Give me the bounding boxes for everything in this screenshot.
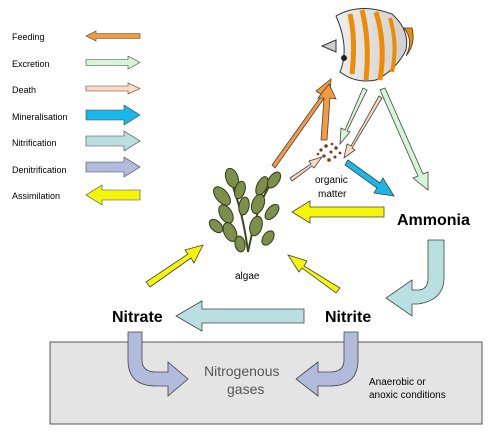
node-algae: algae <box>235 271 260 282</box>
arrow-assimilation-nitrate-to-algae <box>145 244 204 288</box>
detritus-particles-icon <box>316 142 342 162</box>
legend-arrow-nitrification <box>85 130 141 152</box>
legend-label-mineralisation: Mineralisation <box>12 112 68 122</box>
node-gases-line2: gases <box>227 381 264 397</box>
legend: Feeding Excretion Death Mineralisation N… <box>12 30 141 206</box>
legend-label-denitrification: Denitrification <box>12 165 67 175</box>
arrow-nitrification-nitrite-to-nitrate <box>175 300 305 332</box>
legend-label-feeding: Feeding <box>12 32 45 42</box>
anoxic-zone-box <box>49 341 483 425</box>
arrow-mineralisation-organic-to-ammonia <box>344 159 395 197</box>
legend-arrow-death <box>85 82 141 95</box>
legend-label-assimilation: Assimilation <box>12 191 60 201</box>
conditions-line1: Anaerobic or <box>369 377 426 388</box>
legend-label-death: Death <box>12 85 36 95</box>
legend-label-nitrification: Nitrification <box>12 138 57 148</box>
legend-arrow-assimilation <box>85 184 141 206</box>
arrow-death-algae-to-organic <box>289 156 324 182</box>
arrow-denitrification-nitrate-to-gases <box>127 331 189 397</box>
arrow-feeding-organic-to-fish <box>317 83 337 141</box>
node-nitrite: Nitrite <box>325 309 371 326</box>
butterflyfish-icon <box>320 8 414 82</box>
legend-label-excretion: Excretion <box>12 59 50 69</box>
node-organic-line2: matter <box>318 189 347 200</box>
arrow-excretion-fish-to-ammonia <box>379 87 429 191</box>
node-nitrate: Nitrate <box>112 309 163 326</box>
legend-arrow-mineralisation <box>85 104 141 126</box>
legend-arrow-excretion <box>85 55 141 70</box>
seaweed-icon <box>208 167 282 253</box>
arrow-assimilation-nitrite-to-algae <box>287 254 341 294</box>
arrow-assimilation-ammonia-to-algae <box>291 200 385 224</box>
legend-arrow-denitrification <box>85 156 141 178</box>
conditions-line2: anoxic conditions <box>369 390 446 401</box>
node-gases-line1: Nitrogenous <box>204 363 280 379</box>
arrow-nitrification-ammonia-to-nitrite <box>385 239 445 317</box>
arrow-denitrification-nitrite-to-gases <box>295 331 359 397</box>
arrow-excretion-fish-to-organic <box>339 87 368 146</box>
arrow-death-fish-to-organic <box>343 95 383 159</box>
node-ammonia: Ammonia <box>397 212 470 229</box>
legend-arrow-feeding <box>85 30 141 42</box>
node-organic-line1: organic <box>315 175 348 186</box>
